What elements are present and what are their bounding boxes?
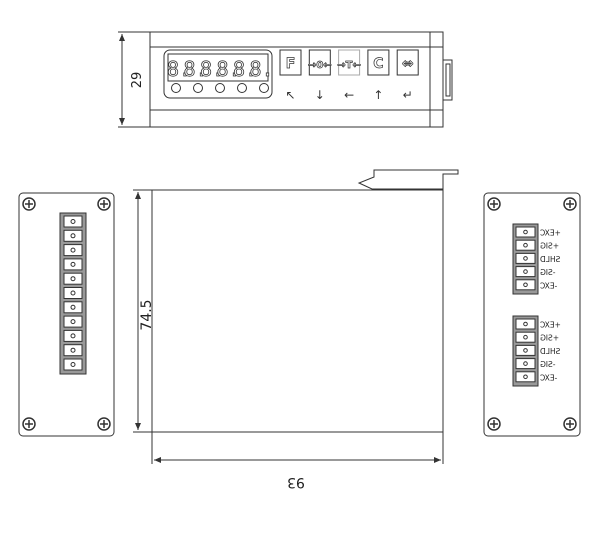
screw-icon [22, 197, 36, 211]
screw-icon [22, 417, 36, 431]
terminal-label: -EXC [540, 373, 557, 382]
display-window [163, 49, 273, 99]
button-label: →0← [308, 60, 332, 71]
terminal-label: SHLD [540, 347, 561, 356]
button-label: F [286, 56, 296, 72]
button-label: →T← [337, 60, 361, 71]
terminal-label: -EXC [540, 281, 557, 290]
terminal-screw-icon [70, 319, 76, 325]
screw-icon [97, 417, 111, 431]
terminal [63, 301, 83, 314]
terminal [63, 358, 83, 371]
terminal [63, 215, 83, 228]
keypad-button-2[interactable]: →T← ← [337, 49, 361, 102]
terminal: -SIG [515, 358, 556, 370]
terminal [63, 244, 83, 257]
indicator-led [193, 83, 203, 93]
arrow-icon: ← [344, 88, 354, 102]
terminal-label: +EXC [540, 229, 561, 238]
terminal-screw-icon [70, 347, 76, 353]
button-label: ⇔ [402, 56, 414, 72]
terminal: SHLD [515, 252, 561, 264]
keypad-button-4[interactable]: ⇔↵ [396, 49, 419, 102]
arrow-icon: ↖ [285, 88, 295, 102]
side-housing [151, 189, 444, 433]
terminal-screw-icon [70, 233, 76, 239]
screw-icon [487, 197, 501, 211]
terminal-label: -SIG [540, 360, 556, 369]
terminal-screw-icon [70, 247, 76, 253]
terminal [63, 272, 83, 285]
terminal-label: +SIG [540, 334, 559, 343]
keypad-button-1[interactable]: →0← ↓ [308, 49, 332, 102]
terminal [63, 258, 83, 271]
terminal: -EXC [515, 279, 557, 291]
terminal [63, 329, 83, 342]
display-digit: 8. [249, 57, 273, 81]
terminal [63, 344, 83, 357]
arrow-icon: ↵ [403, 88, 413, 102]
terminal-screw-icon [70, 290, 76, 296]
terminal-screw-icon [70, 304, 76, 310]
terminal-label: -SIG [540, 268, 556, 277]
screw-icon [563, 417, 577, 431]
keypad-button-0[interactable]: F↖ [279, 49, 302, 102]
terminal-screw-icon [70, 219, 76, 224]
dim-length: 93 [287, 474, 305, 490]
side-view: 74.5 93 [133, 169, 459, 490]
terminal [63, 315, 83, 328]
terminal: +EXC [515, 226, 561, 238]
display-digit: 8. [167, 57, 191, 81]
terminal-screw-icon [70, 261, 76, 267]
display-digit: 8. [183, 57, 207, 81]
din-clip-side [357, 169, 459, 190]
indicator-led [237, 83, 247, 93]
screw-icon [487, 417, 501, 431]
terminal: SHLD [515, 344, 561, 356]
indicator-led [171, 83, 181, 93]
terminal-label: SHLD [540, 255, 561, 264]
terminal: +EXC [515, 318, 561, 330]
front-view: 29 8.8.8.8.8.8. F↖→0←↓→T←←C↑⇔↵ [118, 31, 453, 128]
left-end-panel [18, 192, 115, 437]
seven-segment-display [167, 53, 269, 82]
screw-icon [97, 197, 111, 211]
dim-height-side: 74.5 [139, 299, 155, 330]
keypad-button-3[interactable]: C↑ [367, 49, 390, 102]
terminal-screw-icon [70, 362, 76, 367]
display-digit: 8. [216, 57, 240, 81]
terminal: -EXC [515, 371, 557, 383]
terminal-screw-icon [70, 276, 76, 282]
din-clip [442, 59, 453, 101]
terminal [63, 287, 83, 299]
right-end-panel: +EXC +SIG SHLD -SIG -EXC +EXC +SIG SHLD -SIG -EXC [483, 192, 581, 437]
terminal-screw-icon [70, 333, 76, 339]
button-label: C [373, 56, 383, 72]
terminal: +SIG [515, 331, 559, 343]
arrow-icon: ↑ [373, 88, 383, 102]
indicator-led [259, 83, 269, 93]
terminal: +SIG [515, 239, 559, 251]
terminal-label: +EXC [540, 321, 561, 330]
display-digit: 8. [233, 57, 257, 81]
terminal: -SIG [515, 266, 556, 278]
screw-icon [563, 197, 577, 211]
arrow-icon: ↓ [315, 88, 325, 102]
terminal [63, 229, 83, 242]
display-digit: 8. [200, 57, 224, 81]
indicator-led [215, 83, 225, 93]
terminal-label: +SIG [540, 242, 559, 251]
dim-height-top: 29 [130, 72, 145, 89]
